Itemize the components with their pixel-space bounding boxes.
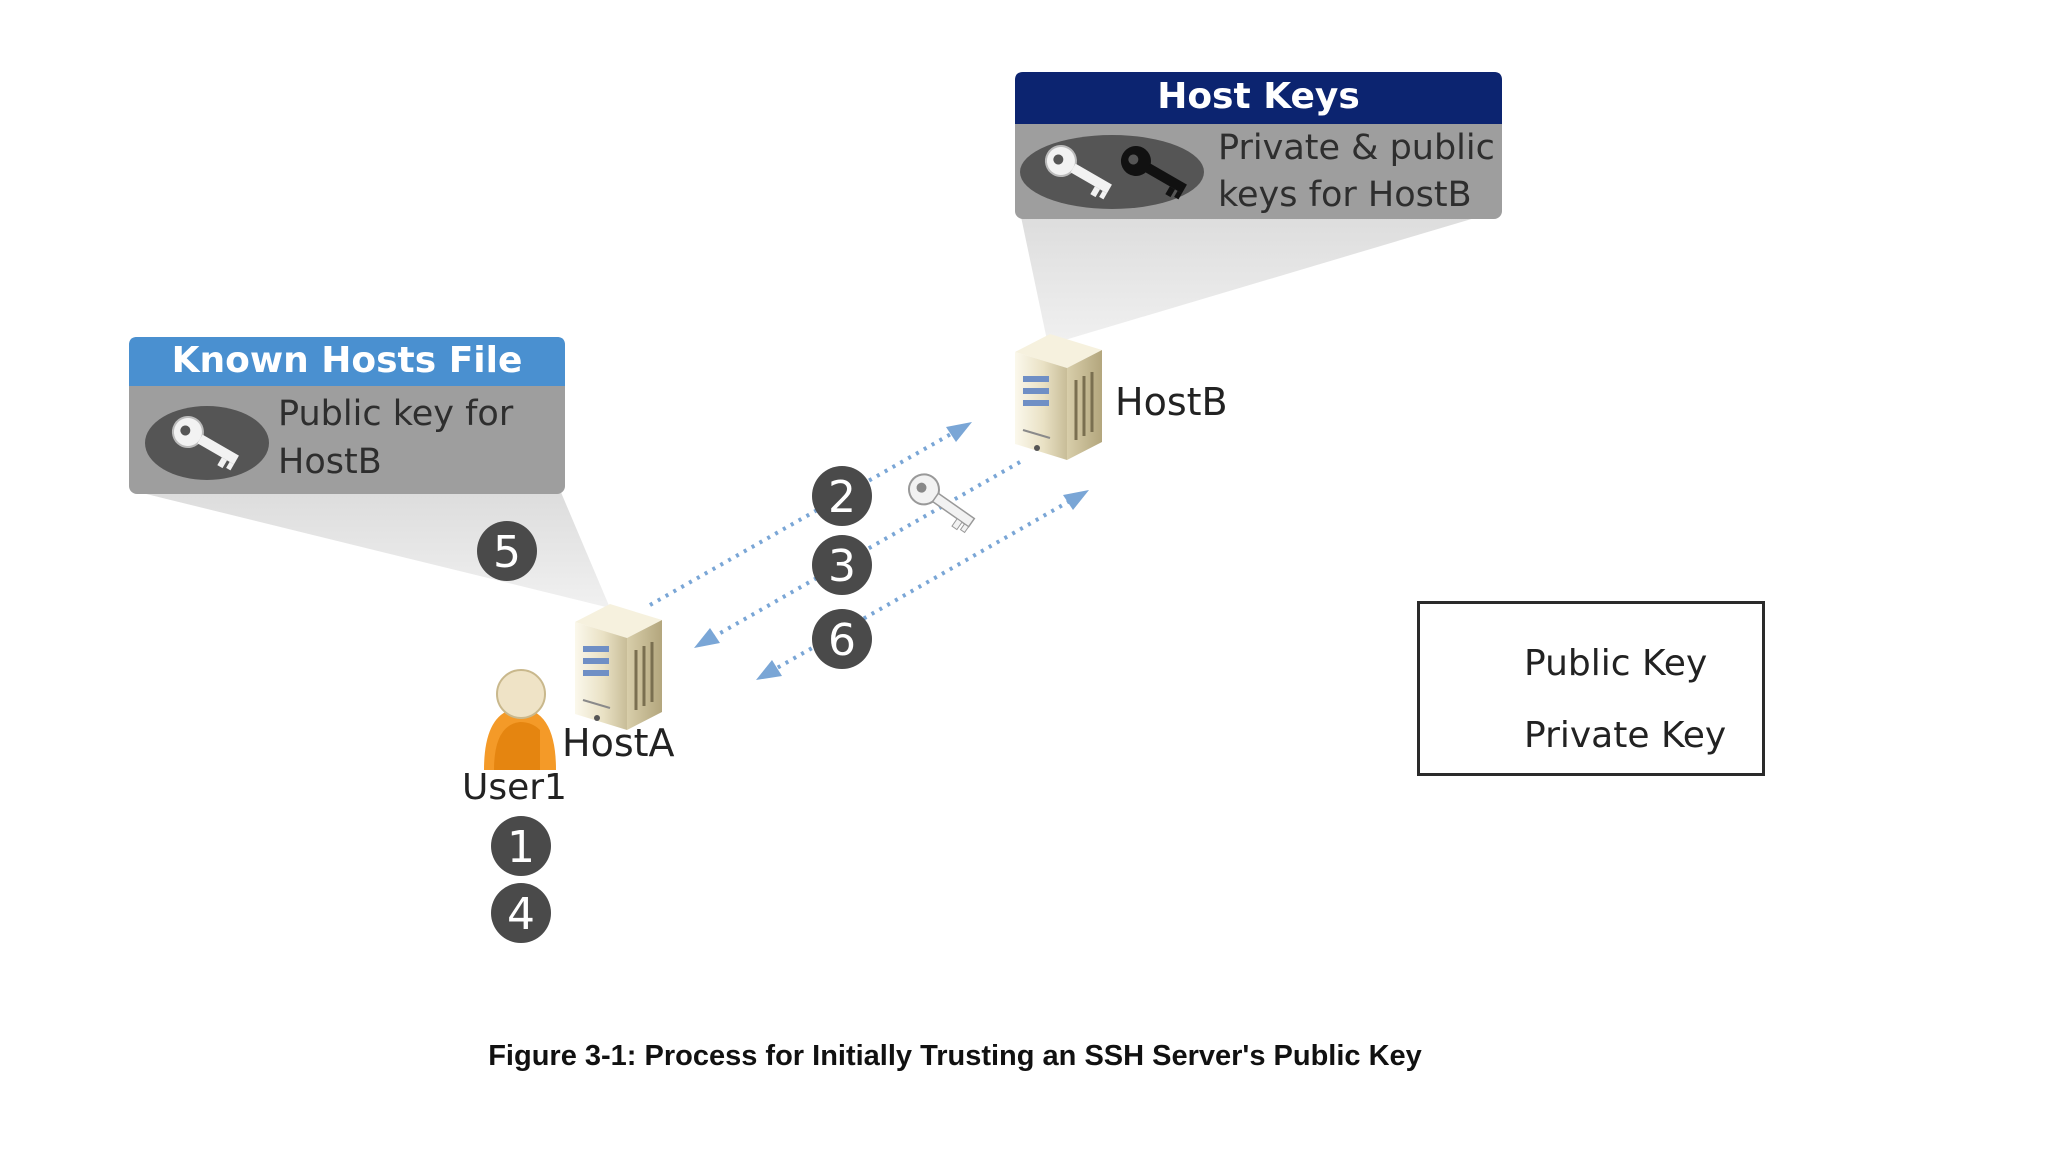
known-hosts-callout [129,337,565,494]
hostb-server-icon [1015,334,1102,460]
hosta-server-icon [575,604,662,730]
step-1-label: 1 [507,822,535,873]
step-2-label: 2 [828,472,856,523]
step-badge-1: 1 [491,816,551,876]
arrowhead-step-6-end [1063,490,1089,510]
known-hosts-title: Known Hosts File [171,340,523,381]
step-badge-4: 4 [491,883,551,943]
legend-public-key-label: Public Key [1524,643,1708,684]
step-badge-6: 6 [812,609,872,669]
hosta-label: HostA [562,721,675,765]
host-keys-body-line1: Private & public [1218,128,1495,168]
host-keys-callout-pointer [1020,212,1495,345]
step-5-label: 5 [493,527,521,578]
public-key-in-transit-icon [907,473,976,534]
step-4-label: 4 [507,889,535,940]
private-key-icon [1120,146,1187,200]
user-label: User1 [462,767,567,808]
host-keys-body-line2: keys for HostB [1218,175,1472,215]
legend [1417,601,1765,776]
known-hosts-body-line2: HostB [278,442,382,482]
arrowhead-step-2 [946,422,972,442]
known-hosts-callout-pointer [130,490,610,608]
step-3-label: 3 [828,541,856,592]
legend-private-key-label: Private Key [1524,715,1727,756]
arrowhead-step-6 [756,660,782,680]
public-key-icon [171,416,239,471]
step-6-label: 6 [828,615,856,666]
public-key-icon [1044,145,1112,200]
arrowhead-step-3 [694,628,720,648]
step-badge-5: 5 [477,521,537,581]
host-keys-title: Host Keys [1157,76,1360,117]
host-keys-callout [1015,72,1502,219]
step-badge-3: 3 [812,535,872,595]
arrowheads [694,422,1089,680]
user-icon [484,669,556,770]
arrow-step-2 [649,428,959,607]
hostb-label: HostB [1115,380,1228,424]
step-badge-2: 2 [812,466,872,526]
arrows [649,428,1076,674]
known-hosts-body-line1: Public key for [278,394,514,434]
arrow-step-3 [707,460,1021,642]
figure-caption: Figure 3-1: Process for Initially Trusti… [488,1040,1422,1072]
